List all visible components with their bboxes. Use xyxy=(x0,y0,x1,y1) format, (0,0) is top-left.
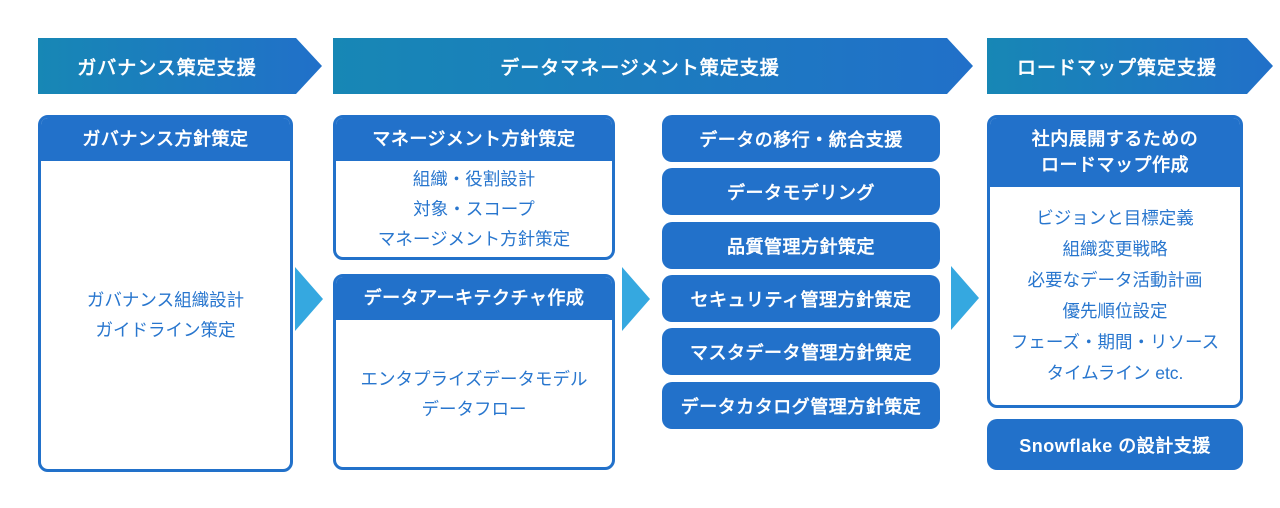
card-body-line: 優先順位設定 xyxy=(1062,301,1168,321)
pill-label: 品質管理方針策定 xyxy=(727,236,875,257)
card-header: ガバナンス方針策定 xyxy=(41,118,290,161)
card-body: エンタプライズデータモデル データフロー xyxy=(336,320,612,467)
card-body-line: 必要なデータ活動計画 xyxy=(1027,270,1203,290)
card-governance-policy: ガバナンス方針策定 ガバナンス組織設計 ガイドライン策定 xyxy=(38,115,293,472)
card-data-architecture: データアーキテクチャ作成 エンタプライズデータモデル データフロー xyxy=(333,274,615,470)
card-body-line: 組織変更戦略 xyxy=(1062,239,1168,259)
phase-banner-data-management: データマネージメント策定支援 xyxy=(333,38,973,94)
pill-data-catalog-management-policy: データカタログ管理方針策定 xyxy=(662,382,940,429)
card-header-label: ガバナンス方針策定 xyxy=(82,128,249,149)
pill-label: Snowflake の設計支援 xyxy=(1019,435,1211,456)
pill-quality-management-policy: 品質管理方針策定 xyxy=(662,222,940,269)
pill-label: マスタデータ管理方針策定 xyxy=(690,342,912,363)
arrow-right-icon xyxy=(951,266,979,330)
card-internal-rollout-roadmap: 社内展開するための ロードマップ作成 ビジョンと目標定義 組織変更戦略 必要なデ… xyxy=(987,115,1243,408)
phase-banner-roadmap: ロードマップ策定支援 xyxy=(987,38,1273,94)
pill-label: データモデリング xyxy=(727,182,875,203)
phase-banner-label: ロードマップ策定支援 xyxy=(1016,57,1217,79)
card-body-line: データフロー xyxy=(421,398,527,419)
card-management-policy: マネージメント方針策定 組織・役割設計 対象・スコープ マネージメント方針策定 xyxy=(333,115,615,260)
pill-security-management-policy: セキュリティ管理方針策定 xyxy=(662,275,940,322)
card-header: 社内展開するための ロードマップ作成 xyxy=(990,118,1240,187)
card-body-line: ビジョンと目標定義 xyxy=(1036,208,1194,228)
card-body: ガバナンス組織設計 ガイドライン策定 xyxy=(41,161,290,469)
pill-label: データの移行・統合支援 xyxy=(699,129,903,150)
card-header-label-line1: 社内展開するための xyxy=(1031,129,1199,150)
card-body-line: エンタプライズデータモデル xyxy=(360,368,588,389)
card-body: 組織・役割設計 対象・スコープ マネージメント方針策定 xyxy=(336,161,612,257)
card-body: ビジョンと目標定義 組織変更戦略 必要なデータ活動計画 優先順位設定 フェーズ・… xyxy=(990,187,1240,405)
card-body-line: 対象・スコープ xyxy=(413,199,535,219)
arrow-right-icon xyxy=(295,267,323,331)
card-body-line: マネージメント方針策定 xyxy=(377,229,571,249)
phase-banner-label: データマネージメント策定支援 xyxy=(500,57,780,79)
pill-data-modeling: データモデリング xyxy=(662,168,940,215)
phase-banner-label: ガバナンス策定支援 xyxy=(77,57,257,79)
pill-data-migration-integration: データの移行・統合支援 xyxy=(662,115,940,162)
phase-banner-governance: ガバナンス策定支援 xyxy=(38,38,322,94)
card-header: データアーキテクチャ作成 xyxy=(336,277,612,320)
arrow-right-icon xyxy=(622,267,650,331)
card-body-line: ガイドライン策定 xyxy=(95,320,236,340)
pill-master-data-management-policy: マスタデータ管理方針策定 xyxy=(662,328,940,375)
pill-label: セキュリティ管理方針策定 xyxy=(690,289,912,310)
card-body-line: タイムライン etc. xyxy=(1046,363,1184,383)
card-header: マネージメント方針策定 xyxy=(336,118,612,161)
card-header-label-line2: ロードマップ作成 xyxy=(1041,154,1189,175)
card-body-line: ガバナンス組織設計 xyxy=(86,290,245,310)
card-header-label: データアーキテクチャ作成 xyxy=(363,287,585,308)
card-body-line: フェーズ・期間・リソース xyxy=(1010,332,1220,352)
card-header-label: マネージメント方針策定 xyxy=(372,128,576,149)
pill-snowflake-design-support: Snowflake の設計支援 xyxy=(987,419,1243,470)
pill-label: データカタログ管理方針策定 xyxy=(680,396,922,417)
card-body-line: 組織・役割設計 xyxy=(412,169,536,189)
